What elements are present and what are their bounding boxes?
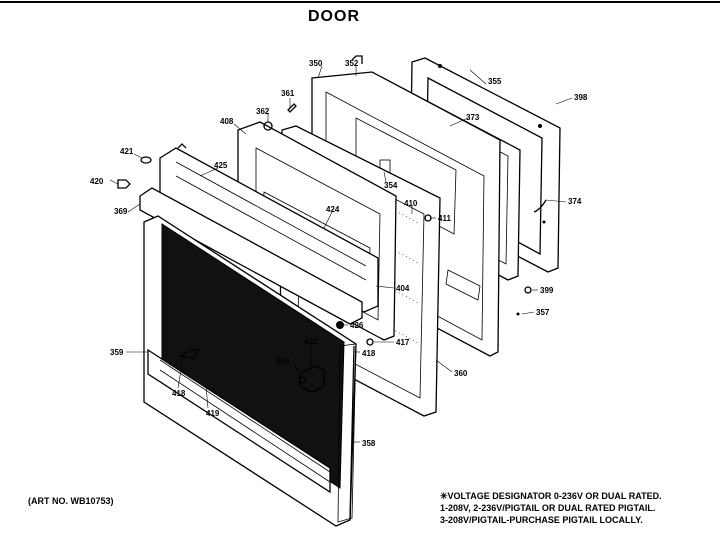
label-369-lower: 369: [276, 357, 290, 366]
leader-lines: [109, 65, 573, 443]
voltage-note: ✳VOLTAGE DESIGNATOR 0-236V OR DUAL RATED…: [440, 490, 716, 526]
side-trim-358: [349, 345, 355, 521]
label-374: 374: [568, 197, 582, 206]
label-398: 398: [574, 93, 588, 102]
label-399: 399: [540, 286, 554, 295]
part-labels: 350 352 355 398 361 362 408 373 421 425 …: [90, 59, 588, 448]
label-408: 408: [220, 117, 234, 126]
label-424: 424: [326, 205, 340, 214]
label-404: 404: [396, 284, 410, 293]
note-line-1: ✳VOLTAGE DESIGNATOR 0-236V OR DUAL RATED…: [440, 491, 662, 501]
label-357: 357: [536, 308, 550, 317]
label-417: 417: [396, 338, 410, 347]
label-422: 422: [304, 337, 318, 346]
diagram-title: DOOR: [308, 8, 360, 25]
label-421: 421: [120, 147, 134, 156]
label-420: 420: [90, 177, 104, 186]
label-350: 350: [309, 59, 323, 68]
label-359: 359: [110, 348, 124, 357]
note-line-2: 1-208V, 2-236V/PIGTAIL OR DUAL RATED PIG…: [440, 503, 656, 513]
label-418-right: 418: [362, 349, 376, 358]
label-354: 354: [384, 181, 398, 190]
label-373: 373: [466, 113, 480, 122]
label-369: 369: [114, 207, 128, 216]
label-419: 419: [206, 409, 220, 418]
top-strip-369: [139, 187, 363, 325]
note-line-3: 3-208V/PIGTAIL-PURCHASE PIGTAIL LOCALLY.: [440, 515, 643, 525]
label-358: 358: [362, 439, 376, 448]
label-361: 361: [281, 89, 295, 98]
hardware-parts: [117, 103, 547, 393]
label-410: 410: [404, 199, 418, 208]
label-425: 425: [214, 161, 228, 170]
outer-door-frame-359: [143, 215, 357, 527]
label-418-left: 418: [172, 389, 186, 398]
label-362: 362: [256, 107, 270, 116]
art-number: (ART NO. WB10753): [28, 496, 114, 506]
label-355: 355: [488, 77, 502, 86]
label-360: 360: [454, 369, 468, 378]
label-411: 411: [438, 214, 451, 223]
label-352: 352: [345, 59, 359, 68]
label-426: 426: [350, 321, 364, 330]
